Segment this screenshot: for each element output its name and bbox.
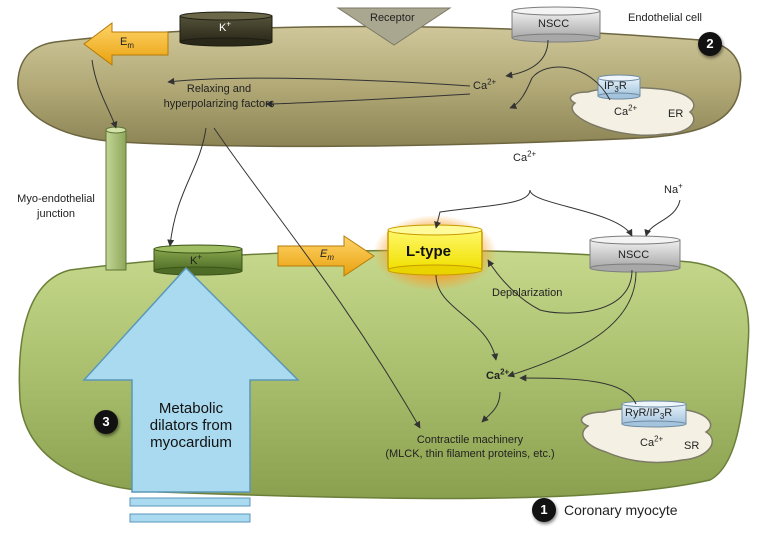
arrow-stripe-2 xyxy=(129,513,251,523)
marker-3: 3 xyxy=(94,410,118,434)
nscc-top-label: NSCC xyxy=(538,18,570,30)
em-top-label: Em xyxy=(120,36,134,51)
em-bottom-label: Em xyxy=(320,248,334,263)
metabolic-dilators-label: Metabolic dilators from myocardium xyxy=(149,400,233,451)
arrow-stripe-1 xyxy=(129,497,251,507)
l-type-label: L-type xyxy=(406,243,451,260)
ca-bottom-label: Ca2+ xyxy=(486,367,510,382)
contractile-machinery-label: Contractile machinery (MLCK, thin filame… xyxy=(360,434,580,460)
em-bottom-sub: m xyxy=(327,253,334,263)
endothelial-cell-label: Endothelial cell xyxy=(628,12,702,24)
k-channel-top xyxy=(179,11,273,47)
receptor xyxy=(336,7,452,46)
ca-top-label: Ca2+ xyxy=(473,77,497,92)
k-bottom-label: K+ xyxy=(190,252,202,267)
myo-endothelial-junction-label: Myo-endothelial junction xyxy=(17,193,95,220)
ca-extracellular-label: Ca2+ xyxy=(513,149,537,164)
ip3r-top-sub: 3 xyxy=(614,85,619,95)
k-channel-bottom xyxy=(153,244,243,276)
contractile-machinery-title: Contractile machinery xyxy=(416,434,524,446)
er-ca-sup: 2+ xyxy=(628,103,638,113)
nscc-bottom-label: NSCC xyxy=(618,249,650,261)
ryr-ip3r-label: RyR/IP3R xyxy=(625,407,673,422)
sr-ca-label: Ca2+ xyxy=(640,434,664,449)
ca-bottom-sup: 2+ xyxy=(500,367,510,377)
receptor-label: Receptor xyxy=(370,12,415,24)
ryr-ip3r-channel xyxy=(621,400,687,428)
er-ca-label: Ca2+ xyxy=(614,103,638,118)
l-type-channel xyxy=(387,224,483,276)
metabolic-dilators-arrow xyxy=(82,266,300,493)
ca-top-sup: 2+ xyxy=(487,77,497,87)
ryr-ip3r-sub: 3 xyxy=(659,412,665,422)
marker-2: 2 xyxy=(698,32,722,56)
k-bottom-sup: + xyxy=(197,252,202,262)
relaxing-factors-label: Relaxing and hyperpolarizing factors xyxy=(163,83,275,110)
k-top-sup: + xyxy=(226,19,231,29)
k-top-label: K+ xyxy=(219,19,231,34)
nscc-top-channel xyxy=(511,6,601,43)
contractile-machinery-detail: (MLCK, thin filament proteins, etc.) xyxy=(385,448,555,460)
myo-endothelial-junction xyxy=(105,129,127,271)
sr-ca-sup: 2+ xyxy=(654,434,664,444)
nscc-bottom-channel xyxy=(589,235,681,273)
em-arrow-bottom xyxy=(277,235,375,277)
na-extracellular-label: Na+ xyxy=(664,181,683,196)
sr-label: SR xyxy=(684,440,700,452)
pathway-arrows xyxy=(91,39,681,429)
marker-1: 1 xyxy=(532,498,556,522)
coronary-myocyte-label: Coronary myocyte xyxy=(564,502,678,518)
em-arrow-top xyxy=(83,22,169,66)
ca-extracellular-sup: 2+ xyxy=(527,149,537,159)
er-label: ER xyxy=(668,108,684,120)
ip3r-top-label: IP3R xyxy=(604,80,627,95)
depolarization-label: Depolarization xyxy=(492,287,563,299)
na-extracellular-sup: + xyxy=(678,181,683,191)
er-store xyxy=(569,87,695,137)
em-top-sub: m xyxy=(127,41,134,51)
